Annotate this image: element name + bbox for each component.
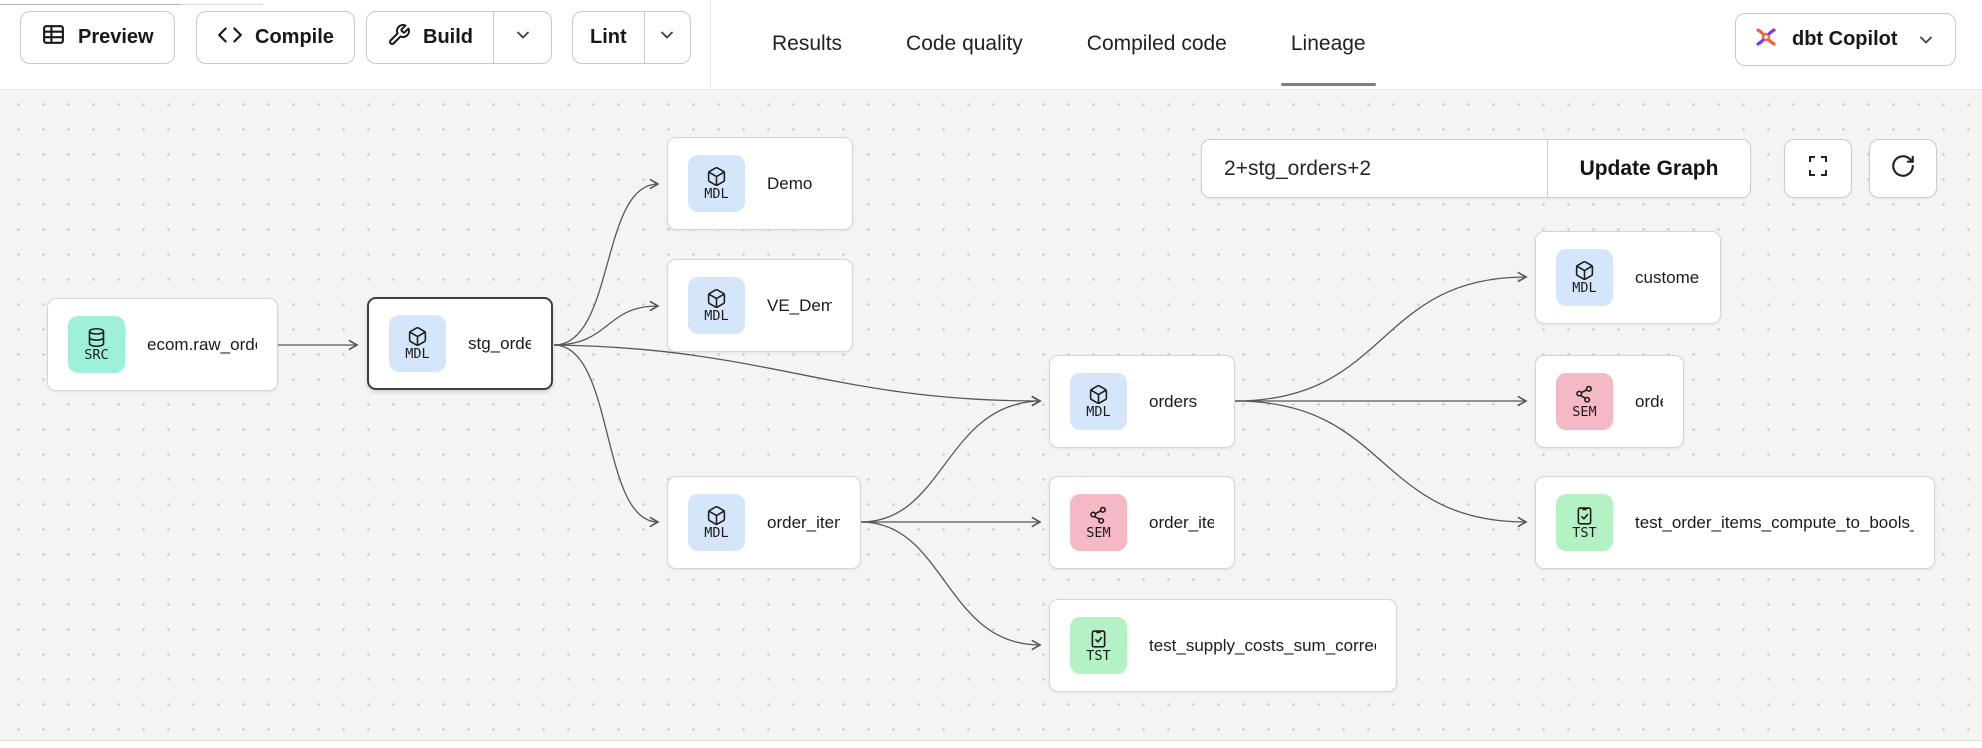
- badge-label: MDL: [1572, 282, 1596, 296]
- cube-icon: [706, 166, 727, 187]
- tab-active-underline: [1281, 83, 1376, 86]
- badge-label: SEM: [1086, 527, 1110, 541]
- graph-icon: [1574, 384, 1595, 405]
- node-label: order_items: [767, 513, 840, 533]
- model-badge: MDL: [688, 277, 745, 334]
- semantic-badge: SEM: [1556, 373, 1613, 430]
- node-label: orders: [1635, 392, 1663, 412]
- header-divider: [710, 0, 711, 88]
- preview-button[interactable]: Preview: [20, 11, 175, 64]
- tab-code-quality[interactable]: Code quality: [874, 0, 1055, 88]
- tab-results-label: Results: [772, 32, 842, 56]
- lineage-node-ecom-raw-orders[interactable]: SRC ecom.raw_orders: [47, 298, 278, 391]
- badge-label: MDL: [1086, 406, 1110, 420]
- lineage-node-order-item-semantic[interactable]: SEM order_item: [1049, 476, 1235, 569]
- badge-label: SRC: [84, 349, 108, 363]
- model-badge: MDL: [688, 494, 745, 551]
- chevron-down-icon: [657, 25, 677, 50]
- badge-label: MDL: [405, 348, 429, 362]
- badge-label: MDL: [704, 310, 728, 324]
- lineage-node-orders-model[interactable]: MDL orders: [1049, 355, 1235, 448]
- lineage-node-customers[interactable]: MDL customers: [1535, 231, 1721, 324]
- fullscreen-button[interactable]: [1784, 139, 1852, 198]
- file-tab-edge-2: [181, 4, 263, 5]
- result-tabs: Results Code quality Compiled code Linea…: [740, 0, 1398, 88]
- refresh-button[interactable]: [1869, 139, 1937, 198]
- refresh-icon: [1890, 153, 1916, 184]
- model-badge: MDL: [688, 155, 745, 212]
- lineage-selector-input[interactable]: [1202, 140, 1547, 197]
- build-button-group: Build: [366, 11, 552, 64]
- lineage-node-test-order-items[interactable]: TST test_order_items_compute_to_bools_c.…: [1535, 476, 1935, 569]
- node-label: Demo: [767, 174, 812, 194]
- tab-lineage-label: Lineage: [1291, 32, 1366, 56]
- lineage-node-test-supply-costs[interactable]: TST test_supply_costs_sum_correctly: [1049, 599, 1397, 692]
- lint-button[interactable]: Lint: [573, 12, 644, 63]
- tab-results[interactable]: Results: [740, 0, 874, 88]
- badge-label: MDL: [704, 188, 728, 202]
- model-badge: MDL: [1556, 249, 1613, 306]
- tab-code-quality-label: Code quality: [906, 32, 1023, 56]
- lineage-node-orders-semantic[interactable]: SEM orders: [1535, 355, 1684, 448]
- lineage-canvas[interactable]: Update Graph SRC ecom.raw_orders: [0, 90, 1982, 741]
- test-badge: TST: [1556, 494, 1613, 551]
- code-icon: [217, 22, 243, 54]
- badge-label: SEM: [1572, 406, 1596, 420]
- cube-icon: [706, 288, 727, 309]
- dbt-copilot-icon: [1752, 23, 1780, 57]
- preview-button-label: Preview: [78, 26, 154, 49]
- node-label: VE_Demo: [767, 296, 832, 316]
- database-icon: [86, 327, 107, 348]
- chevron-down-icon: [1916, 30, 1936, 50]
- badge-label: MDL: [704, 527, 728, 541]
- cube-icon: [1088, 384, 1109, 405]
- lineage-node-ve-demo[interactable]: MDL VE_Demo: [667, 259, 853, 352]
- dbt-copilot-label: dbt Copilot: [1792, 28, 1898, 51]
- build-button[interactable]: Build: [367, 12, 493, 63]
- node-label: orders: [1149, 392, 1197, 412]
- node-label: stg_orders: [468, 334, 531, 354]
- badge-label: TST: [1572, 527, 1596, 541]
- lineage-node-stg-orders[interactable]: MDL stg_orders: [367, 297, 553, 390]
- file-tab-edge: [0, 4, 181, 5]
- clipboard-check-icon: [1088, 628, 1109, 649]
- build-dropdown-button[interactable]: [493, 12, 551, 63]
- source-badge: SRC: [68, 316, 125, 373]
- wrench-icon: [387, 23, 411, 53]
- node-label: test_order_items_compute_to_bools_c...: [1635, 513, 1914, 533]
- build-button-label: Build: [423, 26, 473, 49]
- dbt-copilot-button[interactable]: dbt Copilot: [1735, 13, 1956, 66]
- node-label: test_supply_costs_sum_correctly: [1149, 636, 1376, 656]
- tab-compiled-code[interactable]: Compiled code: [1055, 0, 1259, 88]
- tab-compiled-code-label: Compiled code: [1087, 32, 1227, 56]
- clipboard-check-icon: [1574, 505, 1595, 526]
- tab-lineage[interactable]: Lineage: [1259, 0, 1398, 88]
- test-badge: TST: [1070, 617, 1127, 674]
- toolbar-header: Preview Compile Build Lint: [0, 0, 1982, 90]
- model-badge: MDL: [1070, 373, 1127, 430]
- node-label: ecom.raw_orders: [147, 335, 257, 355]
- lint-button-label: Lint: [590, 26, 627, 49]
- cube-icon: [407, 326, 428, 347]
- node-label: customers: [1635, 268, 1700, 288]
- lineage-node-demo[interactable]: MDL Demo: [667, 137, 853, 230]
- lint-dropdown-button[interactable]: [644, 12, 690, 63]
- lineage-selector: Update Graph: [1201, 139, 1751, 198]
- compile-button-label: Compile: [255, 26, 334, 49]
- update-graph-button[interactable]: Update Graph: [1547, 140, 1750, 197]
- semantic-badge: SEM: [1070, 494, 1127, 551]
- badge-label: TST: [1086, 650, 1110, 664]
- lint-button-group: Lint: [572, 11, 691, 64]
- node-label: order_item: [1149, 513, 1214, 533]
- cube-icon: [706, 505, 727, 526]
- chevron-down-icon: [513, 25, 533, 50]
- compile-button[interactable]: Compile: [196, 11, 355, 64]
- model-badge: MDL: [389, 315, 446, 372]
- lineage-node-order-items[interactable]: MDL order_items: [667, 476, 861, 569]
- graph-icon: [1088, 505, 1109, 526]
- fullscreen-icon: [1806, 154, 1830, 183]
- table-icon: [41, 22, 66, 53]
- cube-icon: [1574, 260, 1595, 281]
